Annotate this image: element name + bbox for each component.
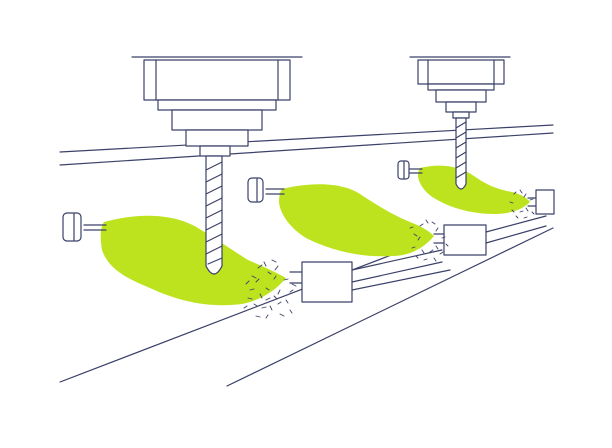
coolant-nozzle-left [62, 212, 286, 306]
spindle-head-left [131, 56, 303, 157]
workpiece-middle [433, 215, 547, 256]
work-surface [59, 227, 554, 387]
spindle-head-right [409, 56, 511, 119]
back-rail [59, 124, 554, 166]
coolant-nozzle-middle [247, 177, 434, 257]
drill-bit-left [205, 155, 223, 275]
metal-chips [243, 189, 535, 319]
coolant-nozzle-right [397, 160, 530, 214]
workpiece-left [289, 249, 451, 303]
workpiece-right [527, 189, 555, 215]
drill-bit-right [455, 117, 467, 190]
